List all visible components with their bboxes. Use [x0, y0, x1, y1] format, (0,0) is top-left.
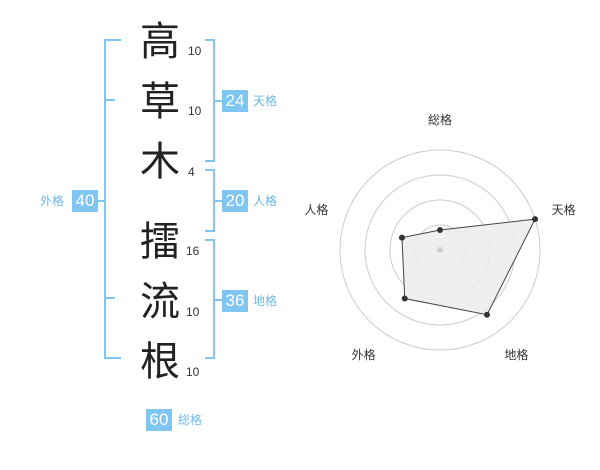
chikaku-label: 地格: [253, 294, 278, 308]
radar-point: [401, 295, 408, 302]
name-char-6: 根: [140, 339, 180, 385]
stroke-count-2: 10: [188, 104, 202, 118]
name-char-4: 擂: [140, 219, 180, 265]
stroke-count-3: 4: [188, 165, 195, 179]
name-char-3: 木: [140, 139, 180, 185]
stroke-count-1: 10: [188, 44, 202, 58]
name-char-5: 流: [140, 279, 180, 325]
radar-axis-label: 外格: [352, 347, 376, 362]
radar-axis-label: 総格: [428, 112, 452, 127]
stroke-count-4: 16: [186, 244, 200, 258]
radar-axis-label: 天格: [552, 202, 576, 217]
soukaku-label: 総格: [178, 413, 203, 427]
radar-ring: [339, 149, 541, 351]
tenkaku-label: 天格: [253, 94, 278, 108]
radar-point: [532, 216, 539, 223]
chikaku-badge: 36: [222, 290, 248, 312]
tenkaku-badge: 24: [222, 90, 248, 112]
jinkaku-badge: 20: [222, 190, 248, 212]
name-char-1: 高: [140, 19, 180, 65]
gaikaku-label: 外格: [40, 194, 65, 208]
gaikaku-badge: 40: [72, 190, 98, 212]
radar-point: [484, 311, 491, 318]
radar-point: [398, 234, 405, 241]
radar-axis-label: 人格: [304, 202, 328, 217]
radar-center: [437, 247, 443, 253]
radar-axis-label: 地格: [504, 347, 528, 362]
stroke-count-5: 10: [186, 305, 200, 319]
radar-series-polygon: [401, 218, 536, 316]
stroke-count-6: 10: [186, 365, 200, 379]
soukaku-badge: 60: [146, 409, 172, 431]
name-char-2: 草: [140, 79, 180, 125]
radar-point: [437, 227, 443, 233]
jinkaku-label: 人格: [253, 194, 278, 208]
